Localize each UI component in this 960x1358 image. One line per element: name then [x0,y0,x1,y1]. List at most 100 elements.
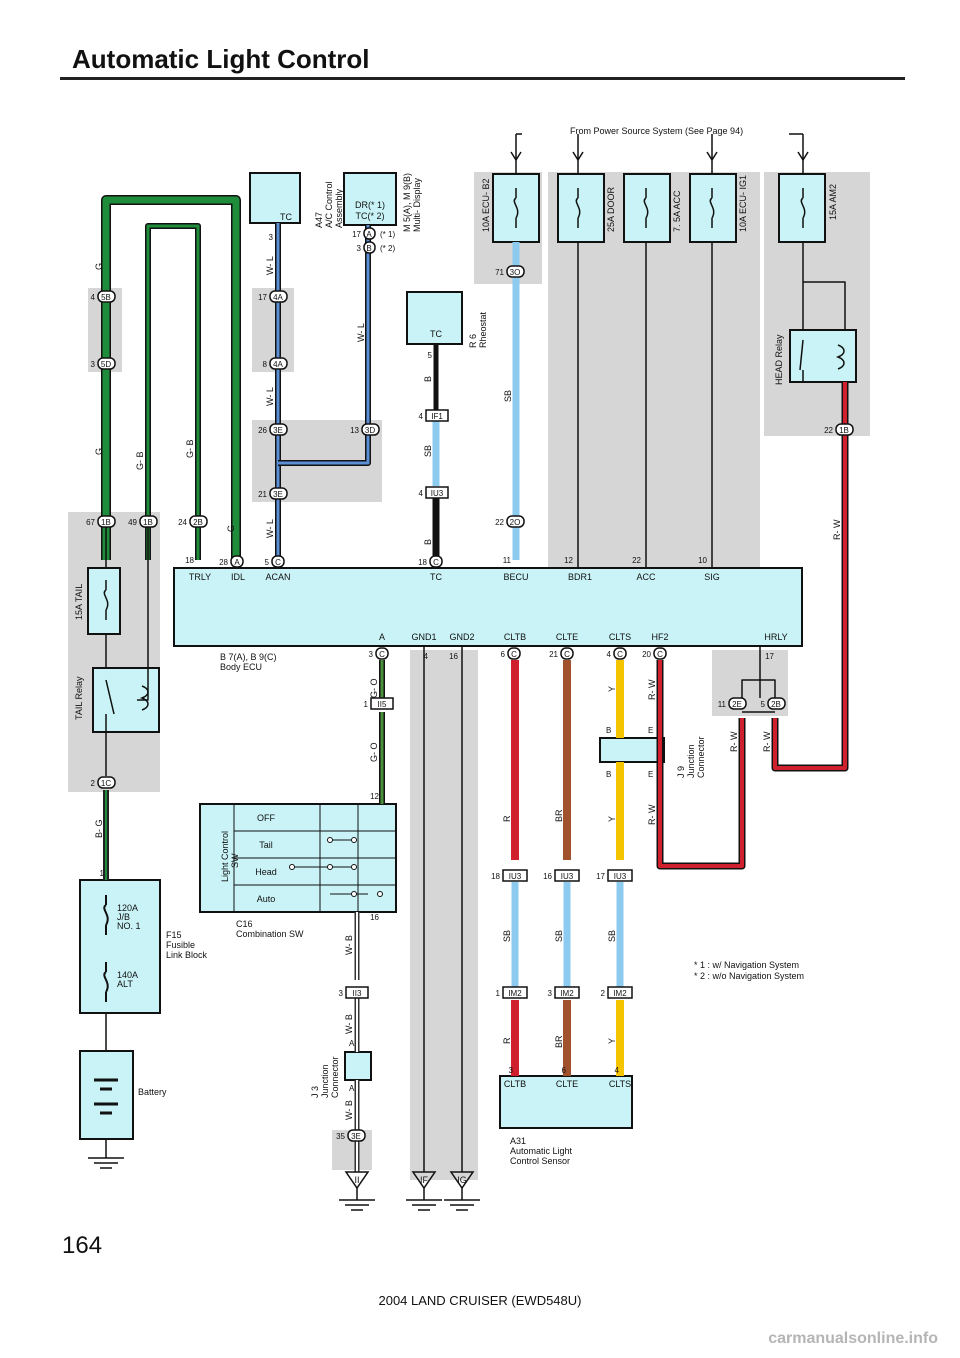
svg-text:R- W: R- W [647,679,657,700]
svg-text:4: 4 [615,1066,620,1075]
svg-text:1C: 1C [101,779,111,788]
svg-text:ALT: ALT [117,979,133,989]
svg-text:3: 3 [369,650,374,659]
svg-text:A: A [234,558,240,567]
svg-text:SB: SB [503,390,513,402]
svg-text:HRLY: HRLY [764,632,787,642]
svg-text:II5: II5 [378,700,387,709]
svg-text:5: 5 [761,700,766,709]
svg-text:18: 18 [491,872,500,881]
svg-text:Light Control: Light Control [220,831,230,882]
svg-text:IU3: IU3 [614,872,627,881]
svg-text:3: 3 [357,244,362,253]
svg-text:IU3: IU3 [561,872,574,881]
head-relay-box [789,329,857,383]
svg-text:C: C [275,558,281,567]
svg-text:3E: 3E [273,426,283,435]
svg-text:TC: TC [430,329,442,339]
svg-text:1B: 1B [839,426,849,435]
svg-text:B- G: B- G [94,819,104,838]
svg-text:B: B [366,244,371,253]
svg-text:B: B [423,376,433,382]
svg-text:J/B: J/B [117,912,130,922]
power-arrows [510,133,809,162]
svg-text:SB: SB [502,930,512,942]
svg-text:W- L: W- L [265,519,275,538]
ac-control-box [249,172,301,224]
svg-text:4: 4 [424,652,429,661]
wires [101,134,849,1172]
svg-text:Tail: Tail [259,840,273,850]
svg-text:12: 12 [564,556,573,565]
svg-text:A: A [349,1084,355,1093]
svg-text:R 6: R 6 [468,334,478,348]
svg-text:4: 4 [91,293,96,302]
svg-text:6: 6 [562,1066,567,1075]
svg-text:Link Block: Link Block [166,950,208,960]
svg-text:Y: Y [607,686,617,692]
svg-text:TC(* 2): TC(* 2) [356,211,385,221]
svg-text:E: E [648,726,653,735]
power-source-note: From Power Source System (See Page 94) [570,126,743,136]
ac-control-pin: TC [280,212,292,222]
ac-control-name-1: A/C Control [324,181,334,228]
svg-text:3D: 3D [365,426,375,435]
svg-text:4A: 4A [273,360,283,369]
svg-text:B: B [606,726,611,735]
svg-text:5D: 5D [101,360,111,369]
svg-text:17: 17 [352,230,361,239]
svg-text:49: 49 [128,518,137,527]
svg-text:SIG: SIG [704,572,720,582]
svg-text:12: 12 [370,792,379,801]
multi-display-code: M 5(A), M 9(B) [402,173,412,232]
svg-text:G- O: G- O [369,679,379,699]
svg-text:4: 4 [419,412,424,421]
svg-text:ACC: ACC [636,572,656,582]
svg-text:5: 5 [428,351,433,360]
fuse-ecu-ig1-label: 10A ECU- IG1 [738,175,748,232]
body-ecu-box [173,567,803,647]
svg-text:NO. 1: NO. 1 [117,921,141,931]
svg-text:G- B: G- B [135,451,145,470]
svg-text:4: 4 [419,489,424,498]
svg-text:22: 22 [632,556,641,565]
ecu-pins-bottom: A GND1 GND2 CLTB CLTE CLTS HF2 HRLY [379,632,788,642]
svg-text:C: C [657,650,663,659]
svg-text:2O: 2O [510,518,521,527]
svg-text:TC: TC [430,572,442,582]
light-sensor-box [499,1075,633,1129]
fuse-tail-label: 15A TAIL [74,584,84,620]
svg-text:C: C [564,650,570,659]
battery-label: Battery [138,1087,167,1097]
svg-text:(* 2): (* 2) [380,244,395,253]
shaded-areas [68,172,870,1180]
footer-text: 2004 LAND CRUISER (EWD548U) [378,1293,582,1308]
svg-text:5B: 5B [101,293,111,302]
svg-text:Fusible: Fusible [166,940,195,950]
svg-text:24: 24 [178,518,187,527]
svg-text:TRLY: TRLY [189,572,211,582]
svg-text:B: B [423,539,433,545]
svg-text:R: R [502,815,512,822]
svg-text:B 7(A), B 9(C): B 7(A), B 9(C) [220,652,277,662]
ground-symbols [88,1157,480,1211]
svg-text:W- B: W- B [344,935,354,955]
svg-text:2B: 2B [771,700,781,709]
svg-text:IM2: IM2 [560,989,574,998]
svg-text:1: 1 [100,869,105,878]
svg-text:Connector: Connector [696,736,706,778]
fuse-am2-box [778,173,826,243]
svg-text:R- W: R- W [762,731,772,752]
svg-text:71: 71 [495,268,504,277]
wire-labels: G G G- B G- B G W- L W- L W- L W- L B SB… [94,256,842,1120]
svg-text:BECU: BECU [503,572,528,582]
svg-text:(* 1): (* 1) [380,230,395,239]
svg-text:IG: IG [457,1175,467,1185]
fuse-door-box [557,173,605,243]
svg-text:BR: BR [554,809,564,822]
svg-text:G: G [94,448,104,455]
svg-text:G- O: G- O [369,743,379,763]
svg-text:C: C [379,650,385,659]
tail-relay-label: TAIL Relay [74,676,84,720]
